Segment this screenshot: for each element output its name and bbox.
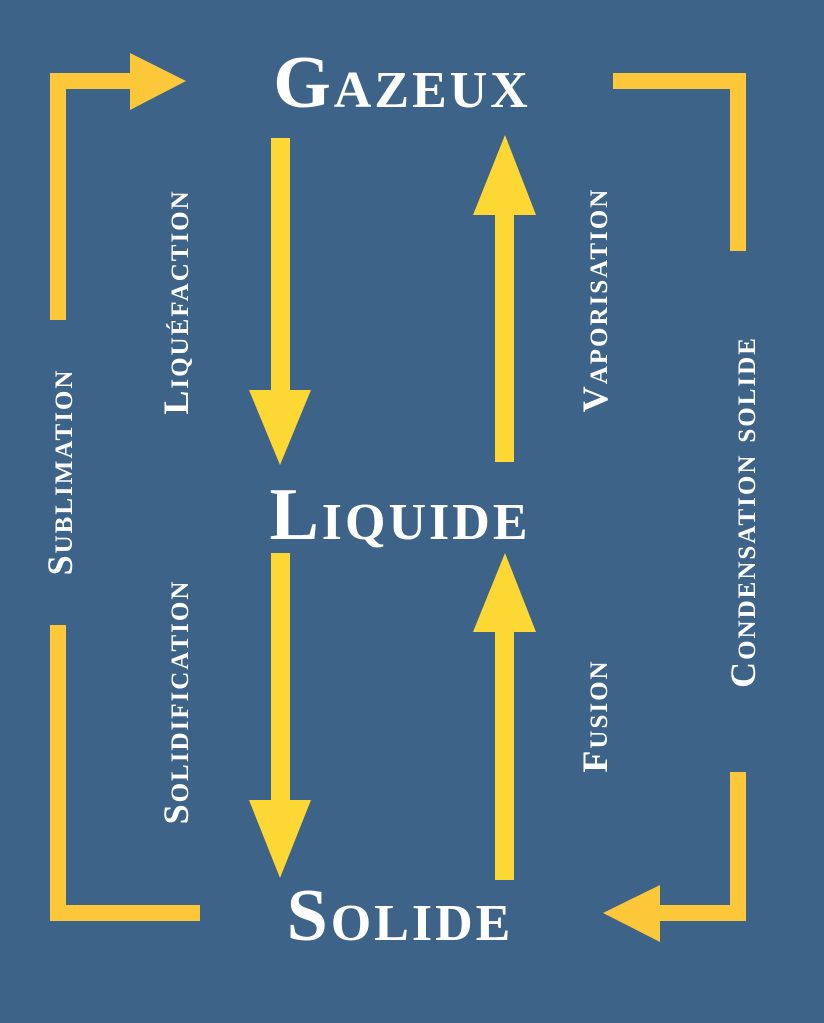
solidification-label: Solidification — [156, 580, 196, 825]
fusion-arrow — [473, 553, 536, 880]
state-liquid-label: Liquide — [269, 474, 530, 556]
condensation-label: Condensation solide — [723, 336, 763, 688]
vaporisation-arrow — [473, 135, 536, 462]
sublimation-label: Sublimation — [40, 369, 80, 576]
vaporisation-label: Vaporisation — [575, 188, 615, 413]
sublimation-arrow — [50, 53, 200, 921]
condensation-arrow — [603, 73, 746, 942]
solidification-arrow — [249, 553, 311, 878]
liquefaction-arrow — [249, 138, 311, 465]
state-gas-label: Gazeux — [273, 42, 531, 124]
liquefaction-label: Liquéfaction — [156, 189, 196, 414]
fusion-label: Fusion — [575, 659, 615, 772]
state-solid-label: Solide — [287, 875, 514, 957]
